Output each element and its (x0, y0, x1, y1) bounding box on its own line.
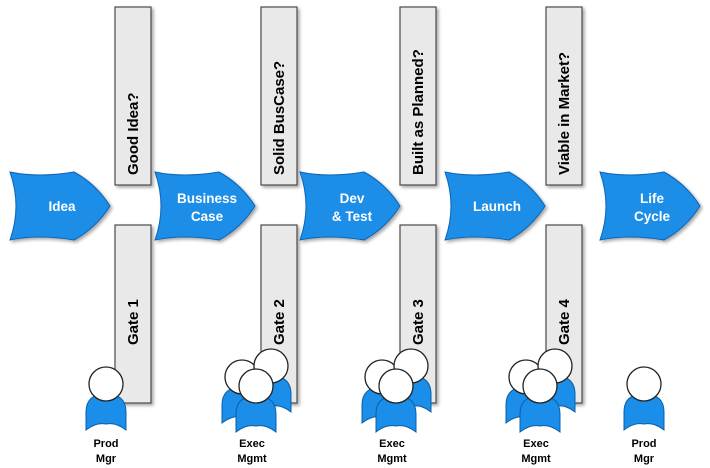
question-label: Built as Planned? (410, 49, 427, 175)
stage-arrow-shape (154, 171, 256, 241)
gate-label: Gate 3 (410, 299, 427, 345)
person-label: Exec (523, 438, 549, 450)
stage-label: Case (191, 209, 224, 224)
stage-dev-test: Dev & Test (299, 171, 401, 241)
stage-arrow-shape (599, 171, 701, 241)
stage-label: Idea (48, 199, 76, 214)
person-head (378, 368, 414, 404)
gate-bar-1: Gate 1 (114, 224, 152, 404)
person-label: Exec (239, 438, 265, 450)
stage-launch: Launch (444, 171, 546, 241)
person-icon (519, 368, 561, 434)
person-head (238, 368, 274, 404)
stage-arrow-shape (444, 171, 546, 241)
person-label: Prod (93, 438, 118, 450)
question-bar-rect (545, 6, 583, 186)
stage-label: Cycle (634, 209, 671, 224)
person-icon (375, 368, 417, 434)
person-label: Exec (379, 438, 405, 450)
stage-label: Launch (473, 199, 521, 214)
person-label: Mgr (96, 453, 117, 465)
person-label: Mgmt (521, 453, 551, 465)
stage-idea: Idea (9, 171, 111, 241)
question-bar: Viable in Market? (545, 6, 583, 186)
question-bar-rect (114, 6, 152, 186)
gate-label: Gate 2 (271, 299, 288, 345)
person-label: Prod (631, 438, 656, 450)
person-head (88, 366, 124, 402)
person-head (626, 366, 662, 402)
person-icon (85, 366, 127, 432)
person-label: Mgmt (377, 453, 407, 465)
gate-bar-rect (114, 224, 152, 404)
question-bar-rect (399, 6, 437, 186)
question-label: Good Idea? (125, 93, 142, 176)
gate-label: Gate 4 (556, 298, 573, 345)
stage-label: Business (177, 191, 237, 206)
question-label: Viable in Market? (556, 52, 573, 175)
person-icon (623, 366, 665, 432)
stage-label: Dev (340, 191, 365, 206)
question-label: Solid BusCase? (271, 61, 288, 175)
stage-label: Life (640, 191, 664, 206)
person-icon (235, 368, 277, 434)
person-head (522, 368, 558, 404)
gate-label: Gate 1 (125, 299, 142, 345)
person-label: Mgr (634, 453, 655, 465)
question-bar-rect (260, 6, 298, 186)
stage-label: & Test (332, 209, 373, 224)
question-bar: Good Idea? (114, 6, 152, 186)
stage-arrow-shape (299, 171, 401, 241)
person-label: Mgmt (237, 453, 267, 465)
stage-arrow-shape (9, 171, 111, 241)
question-bar: Solid BusCase? (260, 6, 298, 186)
question-bar: Built as Planned? (399, 6, 437, 186)
